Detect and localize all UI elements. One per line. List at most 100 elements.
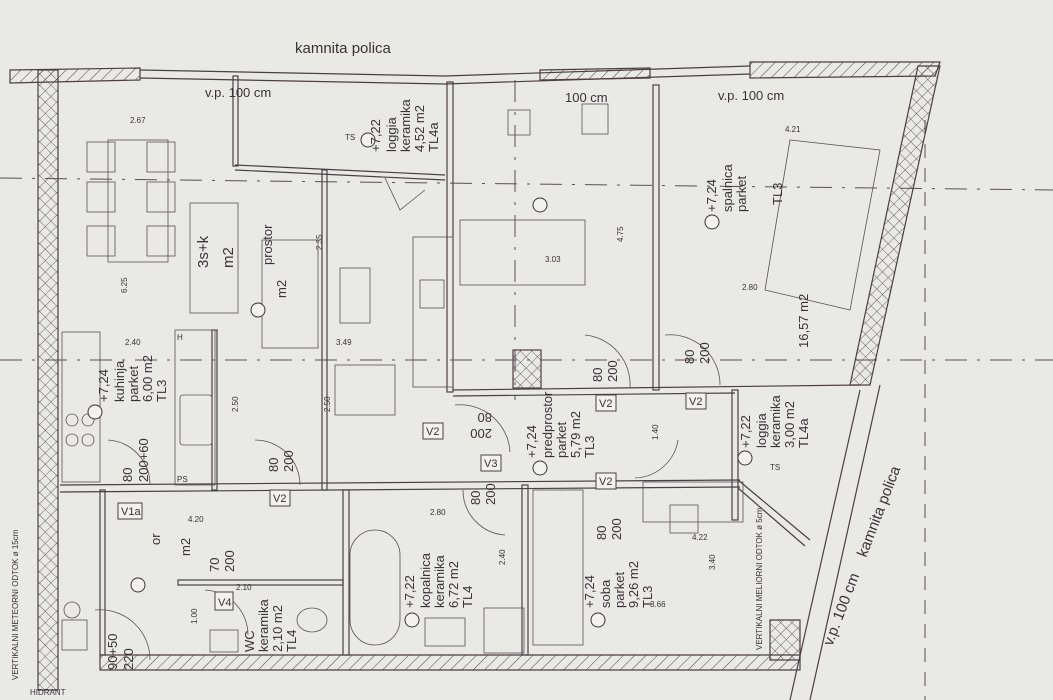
svg-text:70: 70 — [207, 558, 222, 572]
svg-text:predprostor: predprostor — [540, 391, 555, 458]
svg-text:+7,24: +7,24 — [704, 179, 719, 212]
svg-text:TL4: TL4 — [460, 586, 475, 608]
level-marker-icon — [590, 612, 606, 628]
hydrant-label: HIDRANT — [30, 688, 66, 697]
dimension: 2.10 — [236, 583, 252, 592]
level-marker-icon — [737, 450, 753, 466]
svg-text:kopalnica: kopalnica — [418, 552, 433, 608]
svg-text:m2: m2 — [178, 538, 193, 556]
svg-text:80: 80 — [590, 368, 605, 382]
svg-text:80: 80 — [594, 526, 609, 540]
svg-text:+7,22: +7,22 — [368, 119, 383, 152]
svg-text:200: 200 — [483, 483, 498, 505]
svg-text:TL4: TL4 — [284, 630, 299, 652]
svg-text:keramika: keramika — [398, 98, 413, 152]
level-marker-icon — [130, 577, 146, 593]
svg-text:5,79 m2: 5,79 m2 — [568, 411, 583, 458]
dimension: 4.22 — [692, 533, 708, 542]
sill-note: v.p. 100 cm — [205, 85, 271, 100]
room-living: prostor — [260, 224, 275, 265]
dimension: 2.80 — [742, 283, 758, 292]
svg-text:200: 200 — [697, 342, 712, 364]
sill-note-right: v.p. 100 cm — [820, 571, 863, 648]
svg-text:9,26 m2: 9,26 m2 — [626, 561, 641, 608]
room-living-unit: m2 — [274, 280, 289, 298]
svg-text:16,57 m2: 16,57 m2 — [796, 294, 811, 348]
level-marker-icon — [532, 197, 548, 213]
svg-text:V2: V2 — [273, 493, 286, 505]
dimension: 1.40 — [651, 424, 660, 440]
svg-text:V2: V2 — [426, 426, 439, 438]
svg-text:TL3: TL3 — [582, 436, 597, 458]
svg-text:+7,24: +7,24 — [524, 425, 539, 458]
svg-text:90+50: 90+50 — [105, 633, 120, 670]
room-bathroom: +7,22 kopalnica keramika 6,72 m2 TL4 — [402, 552, 475, 608]
dimension: 2.67 — [130, 116, 146, 125]
svg-text:keramika: keramika — [256, 598, 271, 652]
svg-text:V2: V2 — [599, 476, 612, 488]
sill-note: v.p. 100 cm — [718, 88, 784, 103]
svg-text:200: 200 — [470, 426, 492, 441]
room-loggia-top: +7,22 loggia keramika 4,52 m2 TL4a — [368, 98, 441, 152]
svg-text:parket: parket — [612, 571, 627, 608]
dimension: 2.40 — [498, 549, 507, 565]
svg-text:220: 220 — [121, 648, 136, 670]
svg-text:TL4a: TL4a — [796, 418, 811, 448]
svg-text:parket: parket — [554, 421, 569, 458]
svg-text:soba: soba — [598, 579, 613, 608]
svg-text:+7,24: +7,24 — [582, 575, 597, 608]
svg-text:80: 80 — [266, 458, 281, 472]
ts-label: TS — [770, 463, 780, 472]
dimension: 3.03 — [545, 255, 561, 264]
svg-text:V1a: V1a — [121, 506, 141, 518]
axis-lines — [0, 80, 1053, 700]
ts-label: TS — [345, 133, 355, 142]
sill-note: 100 cm — [565, 90, 608, 105]
exterior-walls — [9, 61, 941, 700]
svg-text:loggia: loggia — [754, 413, 769, 448]
dimension: 1.00 — [190, 608, 199, 624]
dimension: 2.50 — [323, 396, 332, 412]
svg-text:kuhinja: kuhinja — [112, 360, 127, 402]
room-hall: +7,24 predprostor parket 5,79 m2 TL3 — [524, 391, 597, 458]
svg-text:V2: V2 — [689, 396, 702, 408]
svg-text:80: 80 — [682, 350, 697, 364]
room-entry-unit: m2 — [178, 538, 193, 556]
level-marker-icon — [532, 460, 548, 476]
dimension: 3.49 — [336, 338, 352, 347]
level-marker-icon — [404, 612, 420, 628]
room-entry: or — [148, 533, 163, 545]
svg-text:or: or — [148, 533, 163, 545]
room-bedroom: +7,24 spalnica parket — [704, 164, 749, 212]
svg-text:4,52 m2: 4,52 m2 — [412, 105, 427, 152]
ps-label: PS — [177, 475, 188, 484]
svg-text:parket: parket — [126, 365, 141, 402]
shelf-label-top: kamnita polica — [295, 40, 392, 57]
dimension: 6.25 — [120, 277, 129, 293]
svg-text:200+60: 200+60 — [136, 438, 151, 482]
room-wc: WC keramika 2,10 m2 TL4 — [242, 598, 299, 652]
svg-text:200: 200 — [222, 550, 237, 572]
room-bedroom-area: 16,57 m2 — [796, 294, 811, 348]
room-soba: +7,24 soba parket 9,26 m2 TL3 — [582, 561, 655, 608]
svg-text:+7,22: +7,22 — [402, 575, 417, 608]
door-swings — [94, 177, 721, 661]
dimension: 4.75 — [616, 226, 625, 242]
h-label: H — [177, 333, 183, 342]
dimension: 2.35 — [315, 234, 324, 250]
dimension: 2.80 — [430, 508, 446, 517]
drain-note-left: VERTIKALNI METEORNI ODTOK ø 15cm — [11, 529, 20, 680]
dimension: 2.50 — [231, 396, 240, 412]
room-kitchen: +7,24 kuhinja parket 6,00 m2 TL3 — [96, 355, 169, 402]
svg-text:loggia: loggia — [384, 117, 399, 152]
dimension-labels: 2.67 4.21 4.75 3.03 2.80 3.49 2.35 6.25 … — [120, 116, 801, 624]
svg-text:parket: parket — [734, 175, 749, 212]
furniture — [61, 103, 881, 654]
svg-text:2,10 m2: 2,10 m2 — [270, 605, 285, 652]
svg-text:TL3: TL3 — [770, 183, 785, 205]
